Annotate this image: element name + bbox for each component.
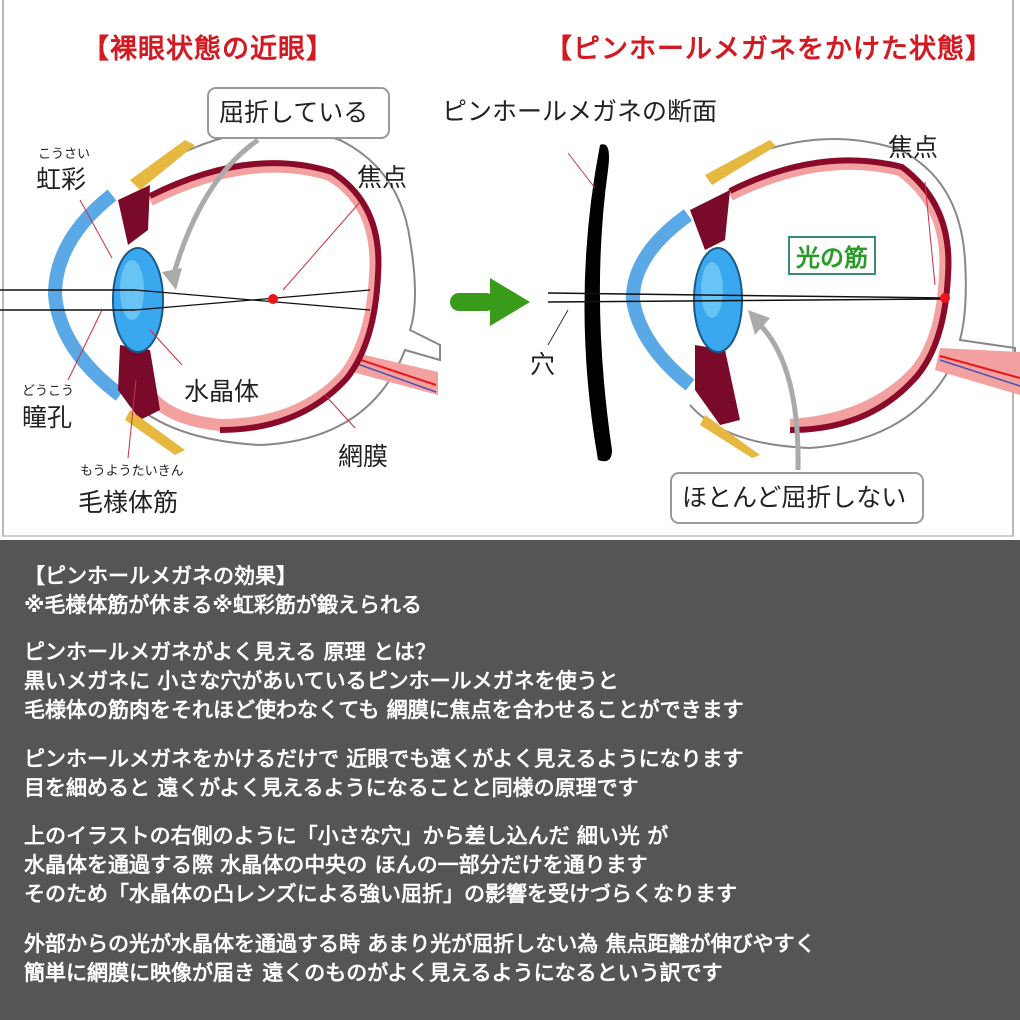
pupil-label: 瞳孔 — [22, 403, 73, 432]
explanation-panel: 【ピンホールメガネの効果】 ※毛様体筋が休まる※虹彩筋が鍛えられる ピンホールメ… — [0, 540, 1020, 1020]
right-arrow-icon — [450, 278, 530, 326]
text-line: 黒いメガネに 小さな穴があいているピンホールメガネを使うと — [24, 669, 619, 693]
hole-label: 穴 — [530, 350, 556, 379]
left-focus-label: 焦点 — [357, 163, 408, 192]
text-line: 上のイラストの右側のように「小さな穴」から差し込んだ 細い光 が — [24, 824, 669, 848]
text-line: そのため「水晶体の凸レンズによる強い屈折」の影響を受けづらくなります — [24, 882, 737, 906]
iris-ruby: こうさい — [38, 147, 91, 162]
myopia-paragraph: ピンホールメガネをかけるだけで 近眼でも遠くがよく見えるようになります 目を細め… — [24, 745, 744, 803]
glasses-section-label: ピンホールメガネの断面 — [442, 97, 718, 126]
not-refracting-callout: ほとんど屈折しない — [670, 472, 924, 524]
text-line: 外部からの光が水晶体を通過する時 あまり光が屈折しない為 焦点距離が伸びやすく — [24, 932, 816, 956]
text-line: ピンホールメガネがよく見える 原理 とは？ — [24, 640, 436, 664]
ciliary-label: 毛様体筋 — [78, 488, 179, 517]
eye-diagram — [0, 129, 1020, 471]
illustration-paragraph: 上のイラストの右側のように「小さな穴」から差し込んだ 細い光 が 水晶体を通過す… — [24, 822, 737, 909]
light-beam-label: 光の筋 — [788, 236, 876, 275]
retina-label: 網膜 — [338, 442, 389, 471]
ciliary-ruby: もうようたいきん — [80, 464, 184, 479]
iris-label: 虹彩 — [36, 165, 87, 194]
refracting-callout: 屈折している — [207, 87, 390, 139]
text-line: 簡単に網膜に映像が届き 遠くのものがよく見えるようになるという訳です — [24, 961, 723, 985]
right-eye-icon — [547, 138, 1020, 471]
pupil-ruby: どうこう — [22, 384, 75, 399]
illustration: 【裸眼状態の近眼】 屈折している こうさい 虹彩 焦点 水晶体 どうこう 瞳孔 … — [0, 0, 1020, 537]
right-focus-label: 焦点 — [888, 133, 939, 162]
text-line: 毛様体の筋肉をそれほど使わなくても 網膜に焦点を合わせることができます — [24, 698, 744, 722]
conclusion-paragraph: 外部からの光が水晶体を通過する時 あまり光が屈折しない為 焦点距離が伸びやすく … — [24, 930, 816, 988]
text-line: ※毛様体筋が休まる※虹彩筋が鍛えられる — [24, 593, 422, 617]
text-line: ピンホールメガネをかけるだけで 近眼でも遠くがよく見えるようになります — [24, 747, 744, 771]
principle-paragraph: ピンホールメガネがよく見える 原理 とは？ 黒いメガネに 小さな穴があいているピ… — [24, 638, 744, 725]
text-line: 目を細めると 遠くがよく見えるようになることと同様の原理です — [24, 776, 639, 800]
text-line: 【ピンホールメガネの効果】 — [24, 564, 297, 588]
right-title: 【ピンホールメガネをかけた状態】 — [545, 34, 993, 65]
left-eye-icon — [0, 129, 441, 459]
left-title: 【裸眼状態の近眼】 — [82, 34, 334, 65]
illustration-frame — [2, 0, 1014, 537]
effect-paragraph: 【ピンホールメガネの効果】 ※毛様体筋が休まる※虹彩筋が鍛えられる — [24, 562, 422, 620]
text-line: 水晶体を通過する際 水晶体の中央の ほんの一部分だけを通ります — [24, 853, 648, 877]
lens-label: 水晶体 — [184, 377, 260, 406]
